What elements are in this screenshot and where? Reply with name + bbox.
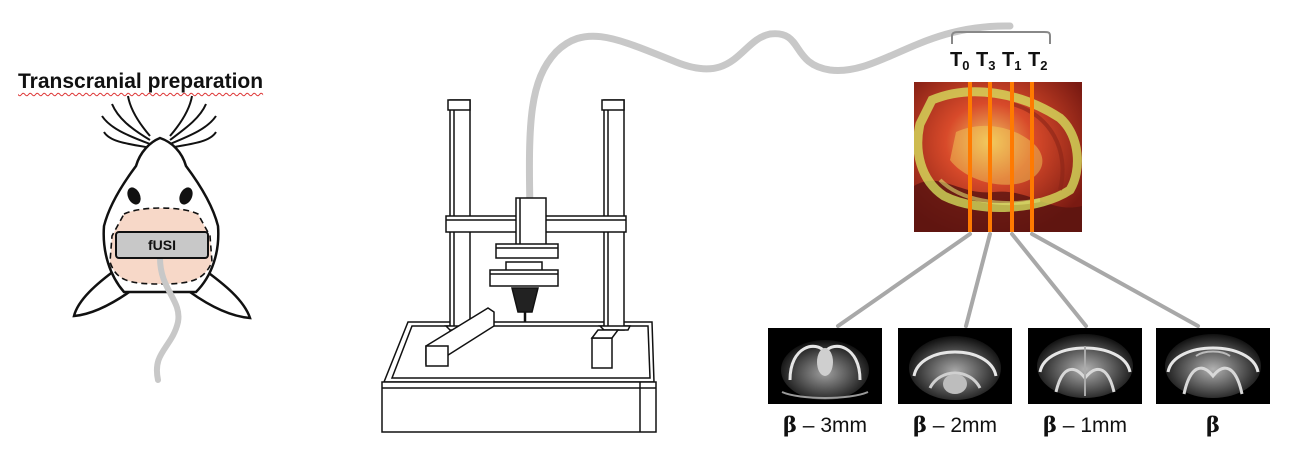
rat-illustration: fUSI	[72, 95, 252, 383]
probe-cable-left	[153, 255, 182, 383]
frame-base-front	[381, 381, 657, 433]
preparation-title: Transcranial preparation	[18, 70, 264, 93]
svg-text:T2: T2	[1028, 49, 1047, 73]
time-label-0: T	[950, 49, 962, 71]
stereotaxic-frame	[381, 99, 657, 433]
probe-cable-right	[525, 22, 1014, 214]
label-bracket	[951, 31, 1051, 44]
slice-caption-3: β – 1mm	[1043, 412, 1127, 437]
time-label-1: T	[976, 49, 988, 71]
probe-label: fUSI	[148, 237, 176, 253]
svg-text:T3: T3	[976, 49, 995, 73]
coronal-slice-2	[898, 328, 1012, 404]
time-sub-2: 1	[1014, 58, 1021, 73]
left-column	[449, 99, 471, 331]
slice-captions: β – 3mm β – 2mm β – 1mm β	[783, 412, 1220, 437]
slice-caption-4: β	[1206, 412, 1220, 437]
time-label-2: T	[1002, 49, 1014, 71]
right-column	[603, 99, 625, 331]
right-eye	[179, 187, 193, 205]
coronal-slices	[768, 328, 1270, 404]
svg-text:T0: T0	[950, 49, 969, 73]
slice-caption-2: β – 2mm	[913, 412, 997, 437]
svg-text:T1: T1	[1002, 49, 1021, 73]
slice-caption-1: β – 3mm	[783, 412, 867, 437]
sagittal-brain-image	[914, 82, 1082, 232]
probe-holder	[511, 287, 539, 313]
fusi-probe	[115, 231, 209, 259]
time-label-3: T	[1028, 49, 1040, 71]
left-eye	[127, 187, 141, 205]
time-sub-3: 2	[1040, 58, 1047, 73]
imaging-planes	[968, 82, 1034, 232]
whiskers	[101, 95, 217, 149]
time-labels: T0 T3 T1 T2	[950, 31, 1051, 73]
coronal-slice-3	[1028, 328, 1142, 404]
time-sub-0: 0	[962, 58, 969, 73]
time-sub-1: 3	[988, 58, 995, 73]
coronal-slice-4	[1156, 328, 1270, 404]
plane-connectors	[836, 232, 1200, 328]
coronal-slice-1	[768, 328, 882, 404]
